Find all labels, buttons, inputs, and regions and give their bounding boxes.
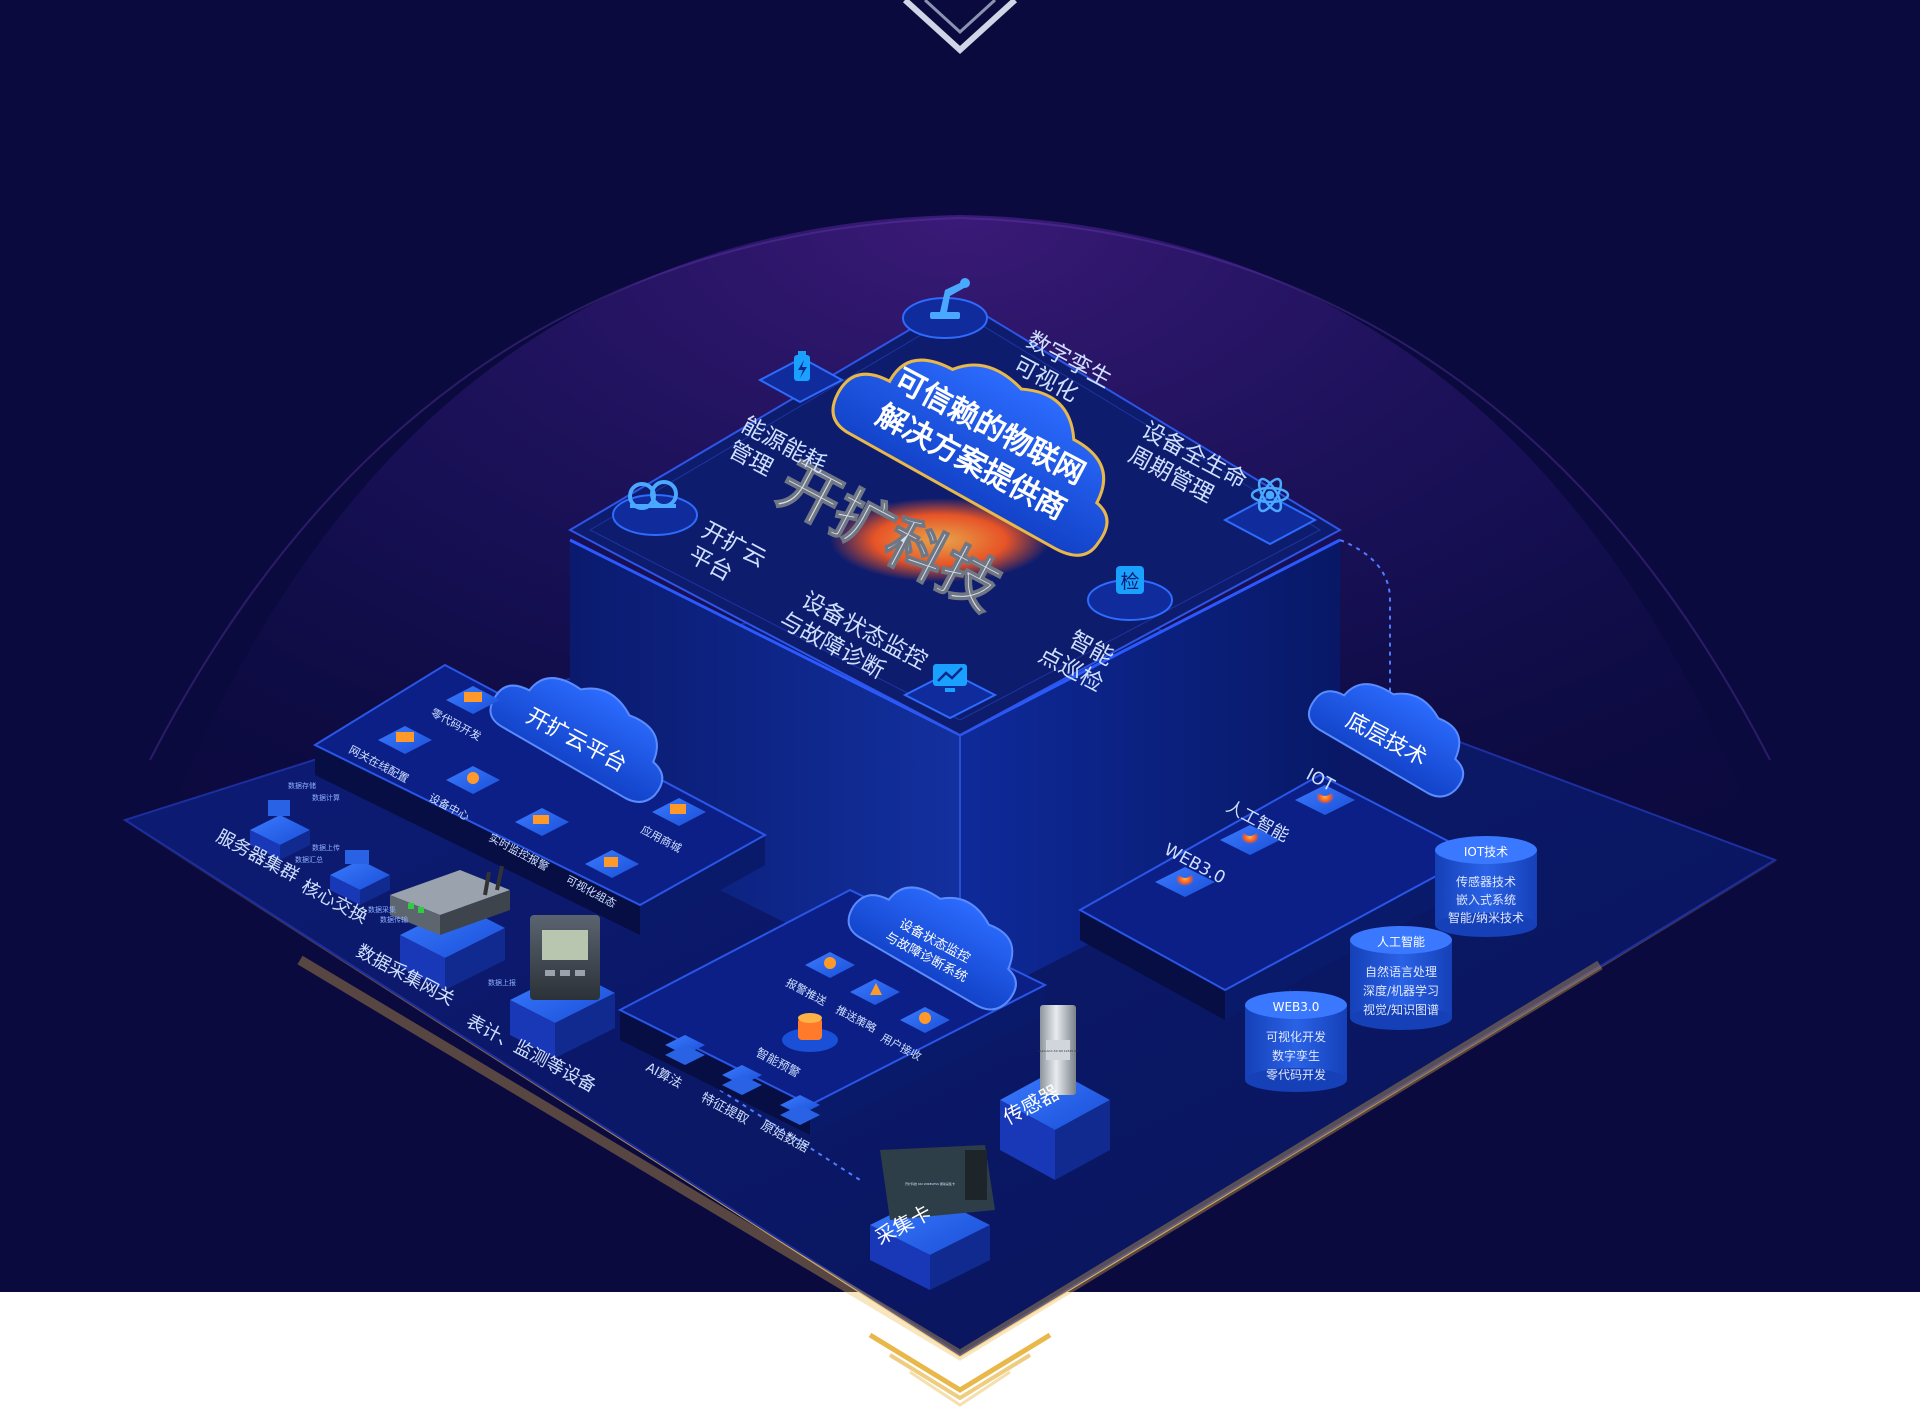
feature-inspection: 检 智能 点巡检 [1034,566,1173,697]
tech-stack-web3: WEB3.0 可视化开发 数字孪生 零代码开发 [1245,991,1347,1092]
stack-title: IOT技术 [1464,845,1508,859]
tech-stack-iot: IOT技术 传感器技术 嵌入式系统 智能/纳米技术 [1435,836,1537,937]
tech-stack-ai: 人工智能 自然语言处理 深度/机器学习 视觉/知识图谱 [1350,926,1452,1030]
cloud-logo-icon [628,480,678,510]
small-label: 数据采集 [368,905,396,914]
top-chevron-icon [902,0,1018,55]
stack-title: WEB3.0 [1273,1000,1320,1014]
stack-line: 零代码开发 [1266,1067,1326,1082]
monitor-chart-icon [933,664,967,692]
monitor-system-cloud: 设备状态监控 与故障诊断系统 [847,886,1017,1011]
stack-line: 传感器技术 [1456,874,1516,889]
power-meter-icon [530,915,600,1000]
bottom-chevron-icon [868,1332,1052,1407]
collector-device-icon: 开扩科技 KKI WIRELESS 振动采集卡 [880,1145,995,1220]
small-label: 数据上传 [312,843,340,852]
sensor-device-icon: MA10-ACC-50 SN 12345 ICP [1037,1005,1079,1095]
small-label: 数据上报 [488,978,516,987]
chain-small-labels: 数据存储 数据计算 数据上传 数据汇总 数据采集 数据传输 数据上报 [288,781,516,987]
robot-arm-icon [930,278,970,319]
small-label: 数据存储 [288,781,316,790]
server-cluster-node [250,800,310,860]
base-tech-cloud: 底层技术 [1307,683,1465,798]
core-switch-node [330,850,390,905]
cloud-platform-block: 开扩云平台 零代码开发 网关在线配置 设备中心 实时监控报警 [312,663,768,935]
atom-icon [1250,477,1290,513]
collector-print: 开扩科技 KKI WIRELESS 振动采集卡 [905,1181,955,1186]
stack-line: 数字孪生 [1272,1048,1320,1063]
stack-line: 可视化开发 [1266,1029,1326,1044]
cloud-platform-cloud: 开扩云平台 [489,677,664,803]
collector-unit: 开扩科技 KKI WIRELESS 振动采集卡 采集卡 [870,1145,995,1290]
small-label: 数据传输 [380,915,408,924]
left-chain: 服务器集群 核心交换 数据采集网关 表计、监测等设备 数据存储 数据计算 数据上… [213,781,615,1097]
stack-line: 智能/纳米技术 [1448,910,1524,925]
stack-line: 嵌入式系统 [1456,893,1516,907]
stack-line: 自然语言处理 [1365,964,1437,979]
stack-title: 人工智能 [1377,934,1425,949]
feature-cloud-platform: 开扩云 平台 [612,480,770,587]
sensor-print: MA10-ACC-50 SN 12345 ICP [1037,1049,1079,1053]
stack-line: 深度/机器学习 [1363,983,1439,998]
sensor-unit: MA10-ACC-50 SN 12345 ICP 传感器 [999,1005,1110,1180]
stack-line: 视觉/知识图谱 [1363,1002,1439,1017]
dome-rim [149,216,1771,761]
base-tech-block: 底层技术 IOT 人工智能 WEB3.0 [1077,683,1478,1020]
battery-icon [794,351,810,381]
small-label: 数据计算 [312,793,340,802]
inspect-badge: 检 [1120,571,1139,593]
gateway-device-icon [390,865,510,935]
small-label: 数据汇总 [295,855,323,864]
inspect-icon: 检 [1116,566,1144,594]
monitor-system-block: 设备状态监控 与故障诊断系统 报警推送 推送策略 用户接收 [617,886,1048,1156]
